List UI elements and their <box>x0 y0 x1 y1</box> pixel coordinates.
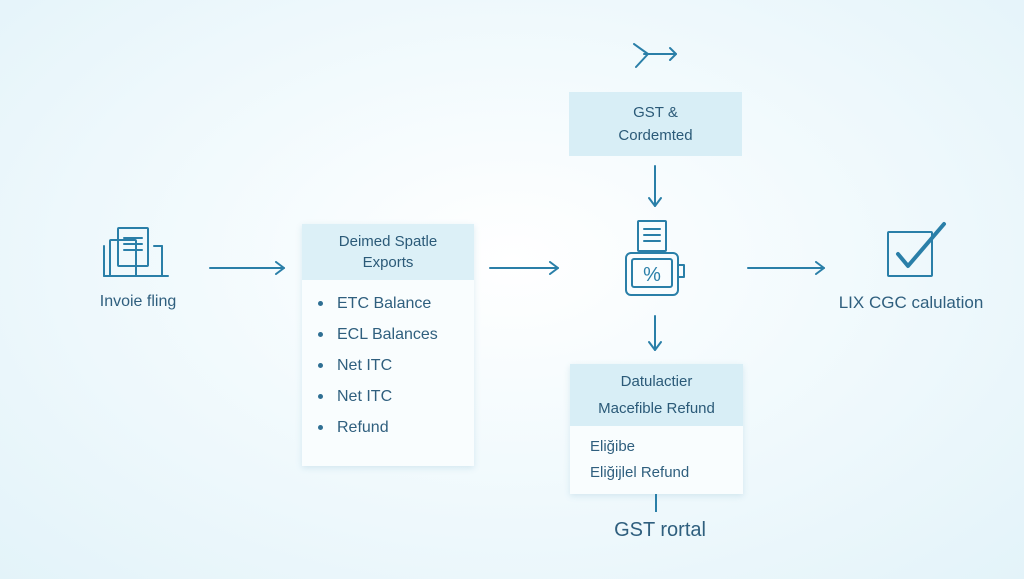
bullet-icon <box>318 301 323 306</box>
deemed-exports-title-line2: Exports <box>362 254 414 271</box>
bullet-icon <box>318 394 323 399</box>
refund-header-line1: Datulactier <box>620 373 693 390</box>
list-item-label: Net ITC <box>337 388 393 405</box>
svg-text:%: % <box>643 264 661 286</box>
list-item: Refund <box>318 412 474 443</box>
deemed-exports-header: Deimed Spatle Exports <box>302 224 474 280</box>
refund-body-line1: Eliğibe <box>590 438 636 455</box>
paper-plane-icon <box>630 40 682 70</box>
document-stack-icon <box>100 226 172 282</box>
gst-card-line2: Cordemted <box>618 127 693 144</box>
bullet-icon <box>318 425 323 430</box>
refund-body-line2: Eliğijlel Refund <box>590 464 690 481</box>
deemed-exports-title-line1: Deimed Spatle <box>338 233 438 250</box>
refund-card: Datulactier Macefible Refund Eliğibe Eli… <box>570 364 743 494</box>
bullet-icon <box>318 363 323 368</box>
checkbox-checked-icon <box>880 220 952 282</box>
refund-header-line2: Macefible Refund <box>598 400 715 417</box>
list-item: ECL Balances <box>318 319 474 350</box>
refund-card-header: Datulactier Macefible Refund <box>570 364 743 426</box>
list-item: ETC Balance <box>318 288 474 319</box>
deemed-exports-card: Deimed Spatle Exports ETC Balance ECL Ba… <box>302 224 474 466</box>
arrow-calculator-to-calculation <box>746 261 828 280</box>
gst-card-line1: GST & <box>633 104 678 121</box>
refund-card-body: Eliğibe Eliğijlel Refund <box>570 426 743 486</box>
list-item: Net ITC <box>318 350 474 381</box>
list-item-label: Refund <box>337 419 389 436</box>
refund-portal-connector <box>655 494 657 512</box>
invoice-filing-label: Invoie fling <box>99 293 177 310</box>
arrow-exports-to-calculator <box>488 261 562 280</box>
calculator-percent-icon: % <box>620 219 692 299</box>
gst-card: GST & Cordemted <box>569 92 742 156</box>
deemed-exports-list: ETC Balance ECL Balances Net ITC Net ITC… <box>302 280 474 443</box>
list-item-label: ECL Balances <box>337 326 438 343</box>
arrow-calculator-to-refund <box>648 314 662 359</box>
list-item: Net ITC <box>318 381 474 412</box>
arrow-gst-to-calculator <box>648 164 662 215</box>
list-item-label: ETC Balance <box>337 295 432 312</box>
arrow-invoice-to-exports <box>208 261 288 280</box>
list-item-label: Net ITC <box>337 357 393 374</box>
gst-portal-label: GST rortal <box>614 519 706 541</box>
bullet-icon <box>318 332 323 337</box>
calculation-label: LIX CGC calulation <box>838 293 984 312</box>
